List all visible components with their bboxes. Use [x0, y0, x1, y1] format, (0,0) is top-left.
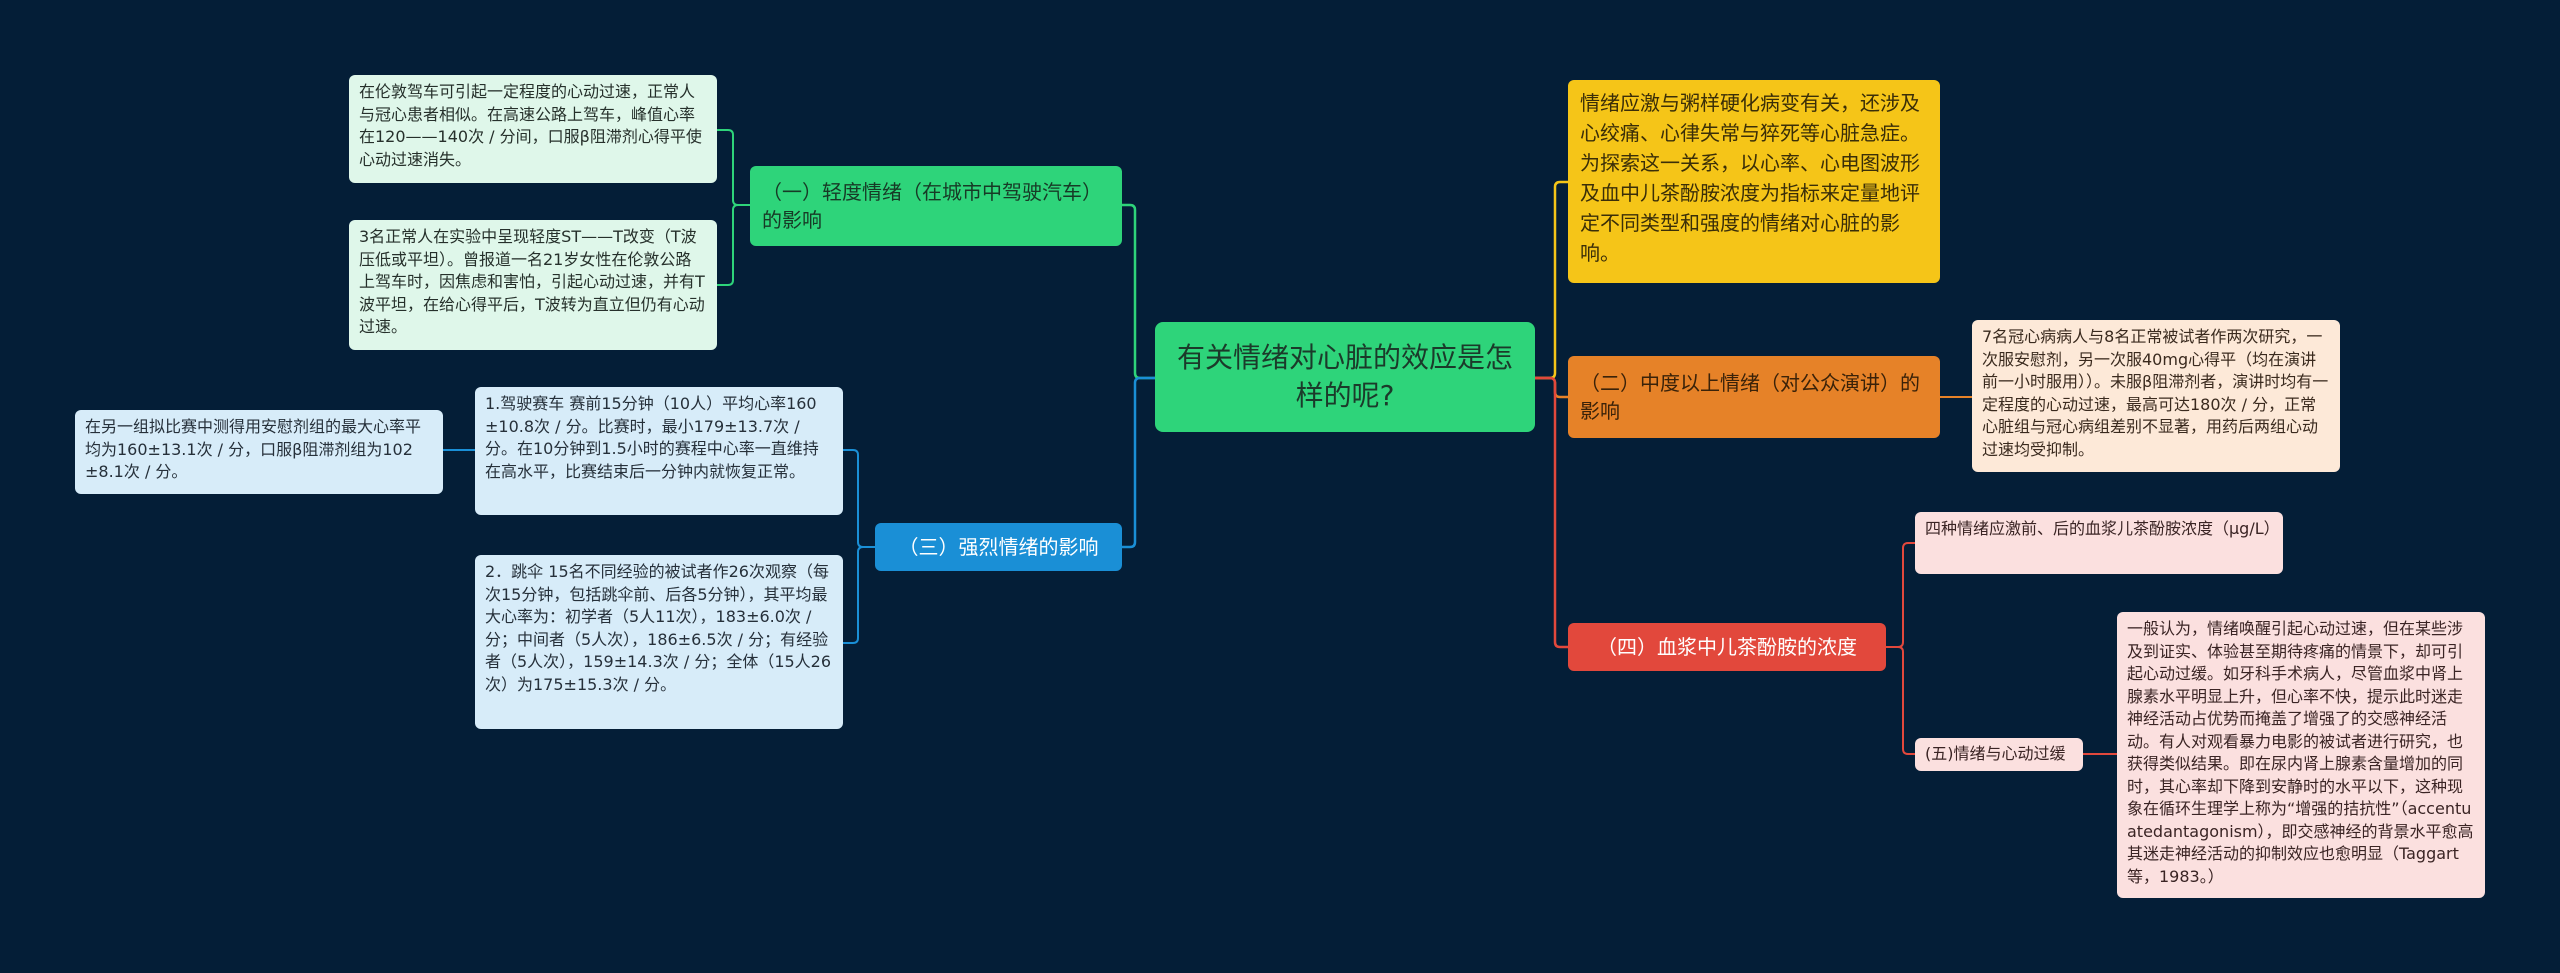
- leaf-catecholamine-1[interactable]: 四种情绪应激前、后的血浆儿茶酚胺浓度（μg/L）: [1915, 512, 2283, 574]
- branch-moderate-emotion-label: （二）中度以上情绪（对公众演讲）的影响: [1580, 371, 1920, 423]
- branch-mild-emotion[interactable]: （一）轻度情绪（在城市中驾驶汽车）的影响: [750, 166, 1122, 246]
- root-topic[interactable]: 有关情绪对心脏的效应是怎样的呢?: [1155, 322, 1535, 432]
- link-root-mild: [1122, 203, 1155, 380]
- leaf-moderate-1[interactable]: 7名冠心病病人与8名正常被试者作两次研究，一次服安慰剂，另一次服40mg心得平（…: [1972, 320, 2340, 472]
- leaf-strong-subleaf[interactable]: 在另一组拟比赛中测得用安慰剂组的最大心率平均为160±13.1次 / 分，口服β…: [75, 410, 443, 494]
- branch-strong-emotion[interactable]: （三）强烈情绪的影响: [875, 523, 1122, 571]
- link-strong-leaf1: [843, 449, 875, 548]
- branch-mild-emotion-label: （一）轻度情绪（在城市中驾驶汽车）的影响: [762, 180, 1102, 232]
- link-cat-leaf1: [1886, 542, 1915, 648]
- leaf-mild-1[interactable]: 在伦敦驾车可引起一定程度的心动过速，正常人与冠心患者相似。在高速公路上驾车，峰值…: [349, 75, 717, 183]
- link-root-catecholamine: [1535, 376, 1568, 649]
- link-strong-leaf2: [843, 546, 875, 644]
- leaf-bradycardia[interactable]: (五)情绪与心动过缓: [1915, 738, 2083, 771]
- leaf-catecholamine-1-text: 四种情绪应激前、后的血浆儿茶酚胺浓度（μg/L）: [1925, 519, 2280, 538]
- branch-intro[interactable]: 情绪应激与粥样硬化病变有关，还涉及心绞痛、心律失常与猝死等心脏急症。为探索这一关…: [1568, 80, 1940, 283]
- branch-strong-emotion-label: （三）强烈情绪的影响: [898, 535, 1099, 559]
- branch-moderate-emotion[interactable]: （二）中度以上情绪（对公众演讲）的影响: [1568, 356, 1940, 438]
- leaf-strong-2[interactable]: 2．跳伞 15名不同经验的被试者作26次观察（每次15分钟，包括跳伞前、后各5分…: [475, 555, 843, 729]
- branch-catecholamine[interactable]: （四）血浆中儿茶酚胺的浓度: [1568, 623, 1886, 671]
- link-root-moderate: [1535, 376, 1568, 399]
- leaf-strong-2-text: 2．跳伞 15名不同经验的被试者作26次观察（每次15分钟，包括跳伞前、后各5分…: [485, 562, 832, 694]
- link-cat-leaf2: [1886, 646, 1915, 755]
- link-root-intro: [1535, 180, 1568, 380]
- leaf-mild-2-text: 3名正常人在实验中呈现轻度ST——T改变（T波压低或平坦）。曾报道一名21岁女性…: [359, 227, 705, 336]
- branch-intro-text: 情绪应激与粥样硬化病变有关，还涉及心绞痛、心律失常与猝死等心脏急症。为探索这一关…: [1580, 91, 1920, 265]
- leaf-bradycardia-detail-text: 一般认为，情绪唤醒引起心动过速，但在某些涉及到证实、体验甚至期待疼痛的情景下，却…: [2127, 619, 2474, 886]
- leaf-strong-subleaf-text: 在另一组拟比赛中测得用安慰剂组的最大心率平均为160±13.1次 / 分，口服β…: [85, 417, 422, 481]
- link-mild-leaf1: [717, 129, 750, 206]
- leaf-bradycardia-detail[interactable]: 一般认为，情绪唤醒引起心动过速，但在某些涉及到证实、体验甚至期待疼痛的情景下，却…: [2117, 612, 2485, 898]
- branch-catecholamine-label: （四）血浆中儿茶酚胺的浓度: [1597, 635, 1857, 659]
- leaf-bradycardia-text: (五)情绪与心动过缓: [1925, 744, 2066, 764]
- root-topic-label: 有关情绪对心脏的效应是怎样的呢?: [1176, 341, 1513, 412]
- link-root-strong: [1122, 376, 1155, 549]
- leaf-strong-1-text: 1.驾驶赛车 赛前15分钟（10人）平均心率160±10.8次 / 分。比赛时，…: [485, 394, 819, 481]
- leaf-moderate-1-text: 7名冠心病病人与8名正常被试者作两次研究，一次服安慰剂，另一次服40mg心得平（…: [1982, 327, 2329, 459]
- leaf-mild-1-text: 在伦敦驾车可引起一定程度的心动过速，正常人与冠心患者相似。在高速公路上驾车，峰值…: [359, 82, 702, 169]
- leaf-strong-1[interactable]: 1.驾驶赛车 赛前15分钟（10人）平均心率160±10.8次 / 分。比赛时，…: [475, 387, 843, 515]
- link-mild-leaf2: [717, 204, 750, 286]
- leaf-mild-2[interactable]: 3名正常人在实验中呈现轻度ST——T改变（T波压低或平坦）。曾报道一名21岁女性…: [349, 220, 717, 350]
